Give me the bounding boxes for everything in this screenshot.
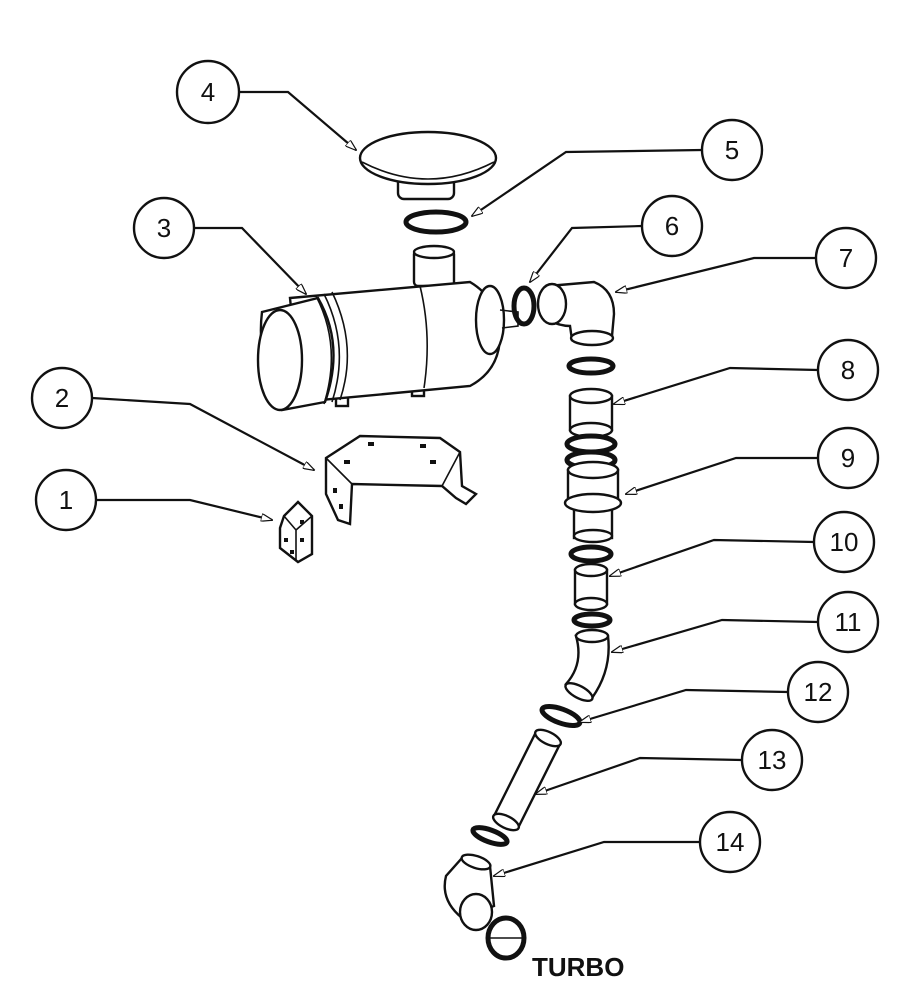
callout-13-label: 13 <box>758 745 787 775</box>
turbo-outlet-label: TURBO <box>532 952 624 982</box>
part-4-precleaner-cap <box>358 130 498 201</box>
callout-2: 2 <box>30 366 314 470</box>
callout-13: 13 <box>536 728 804 796</box>
callout-7: 7 <box>616 226 878 292</box>
callout-8-label: 8 <box>841 355 855 385</box>
part-14-turbo-elbow <box>443 853 527 961</box>
callout-12-label: 12 <box>804 677 833 707</box>
part-10-connector-tube <box>573 562 609 612</box>
clamp-ring-7-8 <box>566 356 616 376</box>
callout-6: 6 <box>530 194 704 282</box>
part-12-clamp <box>539 704 583 728</box>
part-11-elbow-45 <box>564 628 610 703</box>
callout-5: 5 <box>472 118 764 216</box>
part-5-clamp-ring <box>403 209 469 235</box>
callout-14-label: 14 <box>716 827 745 857</box>
callout-14: 14 <box>494 810 762 876</box>
callout-11-label: 11 <box>835 607 862 637</box>
part-7-elbow-90 <box>536 280 616 347</box>
part-3-air-cleaner-body <box>256 244 519 412</box>
callout-1: 1 <box>34 468 272 532</box>
callout-3: 3 <box>132 196 306 294</box>
clamp-ring-9-10 <box>568 544 614 564</box>
callout-6-label: 6 <box>665 211 679 241</box>
part-1-angle-bracket <box>278 500 314 564</box>
clamp-ring-10-11 <box>571 611 613 629</box>
part-8-short-tube <box>568 387 614 439</box>
clamp-ring-13-14 <box>470 825 510 847</box>
callout-9: 9 <box>626 426 880 496</box>
callout-7-label: 7 <box>839 243 853 273</box>
part-13-straight-tube <box>491 728 563 832</box>
callout-5-label: 5 <box>725 135 739 165</box>
callout-11: 11 <box>612 590 880 652</box>
part-6-hose-clamp <box>511 285 537 327</box>
part-9-reducer <box>563 460 623 544</box>
callout-1-label: 1 <box>59 485 73 515</box>
callout-4-label: 4 <box>201 77 215 107</box>
callout-8: 8 <box>614 338 880 404</box>
callout-9-label: 9 <box>841 443 855 473</box>
callout-10: 10 <box>610 510 876 578</box>
part-2-bracket <box>324 434 478 526</box>
callout-2-label: 2 <box>55 383 69 413</box>
callout-10-label: 10 <box>830 527 859 557</box>
callout-4: 4 <box>175 59 356 150</box>
callout-12: 12 <box>580 660 850 722</box>
callout-3-label: 3 <box>157 213 171 243</box>
